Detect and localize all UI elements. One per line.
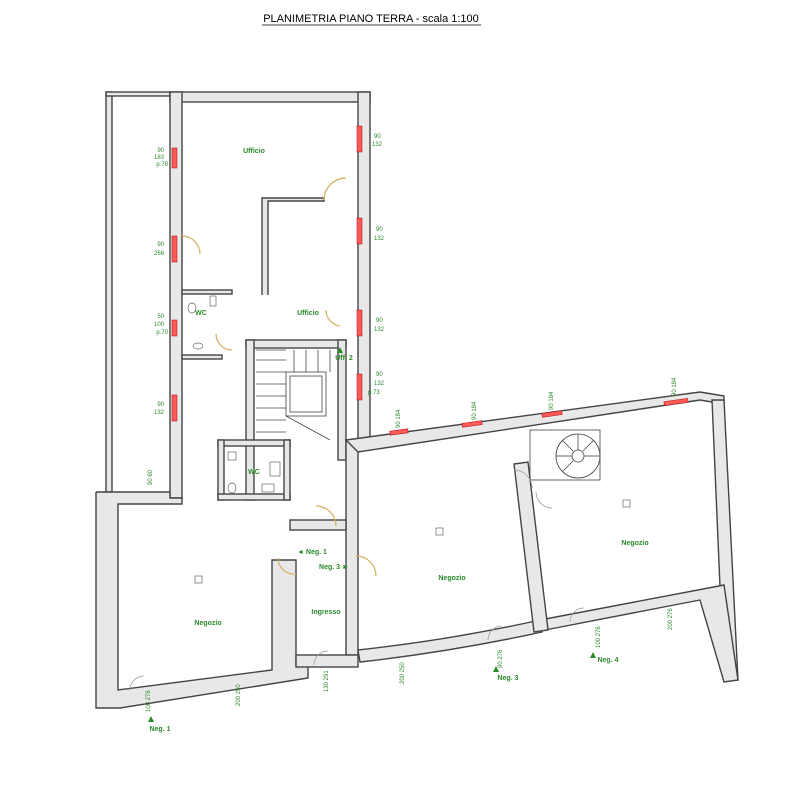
win-dim-r4-c: p.73 bbox=[368, 390, 380, 396]
win-dim-l3-b: 100 bbox=[154, 322, 165, 328]
dim-ingresso-door: 130 291 bbox=[324, 670, 330, 692]
spiral-staircase bbox=[529, 429, 601, 481]
upper-block-walls bbox=[105, 91, 371, 501]
win-dim-r1-a: 90 bbox=[374, 134, 381, 140]
room-uff2: Uff. 2 bbox=[335, 355, 353, 362]
win-dim-r4-b: 132 bbox=[374, 381, 385, 387]
win-dim-l1-b: 183 bbox=[154, 155, 165, 161]
room-negozio-right: Negozio bbox=[621, 540, 648, 547]
win-dim-l1-c: p.78 bbox=[156, 162, 168, 168]
entrance-arrows bbox=[148, 347, 596, 722]
dim-neg3-door: 90 276 bbox=[498, 649, 504, 668]
win-dim-r1-b: 132 bbox=[372, 142, 383, 148]
win-dim-l2-b: 266 bbox=[154, 251, 165, 257]
win-dim-r2-b: 132 bbox=[374, 236, 385, 242]
win-dim-r3-a: 90 bbox=[376, 318, 383, 324]
lower-block-walls bbox=[95, 391, 739, 709]
room-negozio-left: Negozio bbox=[194, 620, 221, 627]
rotated-dims: 90 60 90 184 90 184 90 184 90 184 100 27… bbox=[146, 377, 678, 712]
room-ufficio-top: Ufficio bbox=[243, 148, 265, 155]
win-dim-l3-c: p.70 bbox=[156, 330, 168, 336]
right-window-dims: 90 132 90 132 90 132 90 132 p.73 bbox=[368, 134, 385, 396]
neg3-label: Neg. 3 bbox=[497, 675, 518, 682]
neg1-direction: ◄ Neg. 1 bbox=[297, 549, 327, 556]
dim-top-wall-3: 90 184 bbox=[549, 391, 555, 410]
win-dim-r2-a: 90 bbox=[376, 227, 383, 233]
dim-neg4-door: 100 276 bbox=[596, 626, 602, 648]
win-dim-r4-a: 90 bbox=[376, 372, 383, 378]
win-dim-l3-a: 50 bbox=[157, 314, 164, 320]
wc-fixtures bbox=[187, 295, 281, 494]
room-wc-upper: WC bbox=[195, 310, 207, 317]
win-dim-r3-b: 132 bbox=[374, 327, 385, 333]
dim-bottom-left-win: 200 250 bbox=[236, 684, 242, 706]
neg4-label: Neg. 4 bbox=[597, 657, 618, 664]
win-dim-l2-a: 90 bbox=[157, 242, 164, 248]
doors bbox=[129, 177, 585, 691]
win-dim-l4-a: 90 bbox=[157, 402, 164, 408]
room-negozio-mid: Negozio bbox=[438, 575, 465, 582]
dim-bottom-mid-win: 200 250 bbox=[400, 662, 406, 684]
room-ufficio-mid: Ufficio bbox=[297, 310, 319, 317]
room-labels: Ufficio Ufficio WC WC Uff. 2 ◄ Neg. 1 Ne… bbox=[149, 148, 648, 733]
dim-top-wall-4: 90 184 bbox=[672, 377, 678, 396]
right-windows bbox=[356, 125, 363, 401]
dim-left-block-top: 90 60 bbox=[148, 469, 154, 485]
central-staircase bbox=[256, 349, 331, 441]
left-window-dims: 90 183 p.78 90 266 50 100 p.70 90 132 bbox=[154, 148, 169, 416]
left-windows bbox=[171, 147, 178, 422]
plan-title: PLANIMETRIA PIANO TERRA - scala 1:100 bbox=[263, 13, 479, 25]
dim-bottom-right-win: 200 276 bbox=[668, 608, 674, 630]
top-wall-windows bbox=[389, 398, 689, 436]
win-dim-l1-a: 90 bbox=[157, 148, 164, 154]
dim-bottom-left-door: 100 276 bbox=[146, 690, 152, 712]
room-ingresso: Ingresso bbox=[311, 609, 340, 616]
room-wc-lower: WC bbox=[248, 469, 260, 476]
pillars bbox=[194, 499, 631, 584]
dim-top-wall-2: 90 184 bbox=[472, 401, 478, 420]
win-dim-l4-b: 132 bbox=[154, 410, 165, 416]
dim-top-wall-1: 90 184 bbox=[396, 409, 402, 428]
neg1-label: Neg. 1 bbox=[149, 726, 170, 733]
neg3-direction: Neg. 3 ► bbox=[319, 564, 349, 571]
